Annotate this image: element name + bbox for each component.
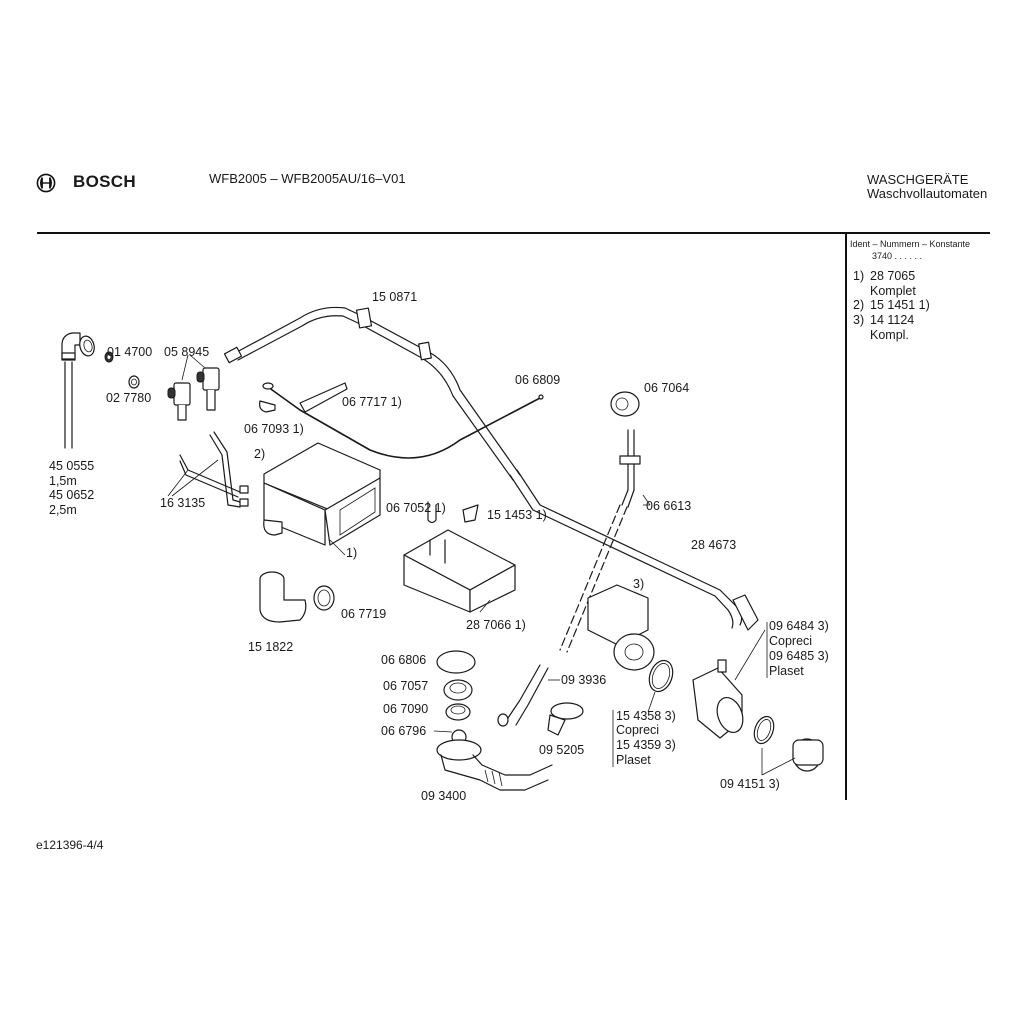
part-label-066806: 06 6806 xyxy=(381,653,427,667)
wire-rod-drawing xyxy=(259,382,544,459)
pump-filter-drawing xyxy=(692,629,824,776)
part-label-163135: 16 3135 xyxy=(160,496,206,510)
part-label-151822: 15 1822 xyxy=(248,640,294,654)
note-marker: 1) xyxy=(853,269,865,283)
part-label-096484-brand: Copreci xyxy=(769,634,813,648)
part-label-014700: 01 4700 xyxy=(107,345,153,359)
main-hose-150871-drawing xyxy=(223,306,521,481)
part-label-284673: 28 4673 xyxy=(691,538,737,552)
note-marker: 3) xyxy=(853,313,865,327)
part-label-095205: 09 5205 xyxy=(539,743,585,757)
washer-drawing xyxy=(104,351,140,389)
note-text: 14 1124 xyxy=(870,313,915,327)
pump-hose-drawing xyxy=(497,664,560,727)
note-marker: 2) xyxy=(853,298,865,312)
model-title: WFB2005 – WFB2005AU/16–V01 xyxy=(209,171,406,186)
part-label-note1: 1) xyxy=(346,546,358,560)
part-label-067093: 06 7093 1) xyxy=(244,422,304,436)
part-label-287066: 28 7066 1) xyxy=(466,618,526,632)
part-label-096484: 09 6484 3) xyxy=(769,619,829,633)
ident-constant: 3740 . . . . . . xyxy=(872,251,923,261)
part-label-096485: 09 6485 3) xyxy=(769,649,829,663)
part-label-094151: 09 4151 3) xyxy=(720,777,780,791)
part-label-150871: 15 0871 xyxy=(372,290,418,304)
part-label-450555: 45 0555 xyxy=(49,459,95,473)
category-title: WASCHGERÄTE xyxy=(867,172,969,187)
part-label-067717: 06 7717 1) xyxy=(342,395,402,409)
internal-hose-drawing xyxy=(167,431,249,508)
part-label-066809: 06 6809 xyxy=(515,373,561,387)
part-label-450652: 45 0652 xyxy=(49,488,95,502)
part-label-154358: 15 4358 3) xyxy=(616,709,676,723)
part-label-066796: 06 6796 xyxy=(381,724,427,738)
brand-name: BOSCH xyxy=(73,172,136,191)
part-label-154358-brand: Copreci xyxy=(616,723,660,737)
part-label-058945: 05 8945 xyxy=(164,345,210,359)
category-subtitle: Waschvollautomaten xyxy=(867,186,988,201)
part-label-note3: 3) xyxy=(633,577,645,591)
part-label-093936: 09 3936 xyxy=(561,673,607,687)
bellows-drawing xyxy=(259,571,335,623)
ident-heading: Ident – Nummern – Konstante xyxy=(850,239,971,249)
part-label-027780: 02 7780 xyxy=(106,391,152,405)
part-label-note2: 2) xyxy=(254,447,266,461)
part-label-154359: 15 4359 3) xyxy=(616,738,676,752)
sump-drawing xyxy=(433,650,553,791)
part-label-067719: 06 7719 xyxy=(341,607,387,621)
part-label-066613: 06 6613 xyxy=(646,499,692,513)
part-label-067052: 06 7052 1) xyxy=(386,501,446,515)
drain-pump-drawing xyxy=(587,584,674,713)
note-text: 15 1451 1) xyxy=(870,298,930,312)
part-label-450652-length: 2,5m xyxy=(49,503,77,517)
part-label-067064: 06 7064 xyxy=(644,381,690,395)
sidebar-divider xyxy=(845,233,847,800)
part-label-096485-brand: Plaset xyxy=(769,664,804,678)
note-text: 28 7065 xyxy=(870,269,916,283)
inlet-hose-drawing xyxy=(61,332,95,449)
bosch-logo xyxy=(36,173,56,193)
document-id: e121396-4/4 xyxy=(36,838,104,852)
part-label-151453: 15 1453 1) xyxy=(487,508,547,522)
hose-clamp-drawing xyxy=(547,702,584,736)
part-label-093400: 09 3400 xyxy=(421,789,467,803)
part-label-154359-brand: Plaset xyxy=(616,753,651,767)
part-label-450555-length: 1,5m xyxy=(49,474,77,488)
header-divider xyxy=(37,232,990,234)
part-label-067057: 06 7057 xyxy=(383,679,429,693)
pressure-switch-drawing xyxy=(559,391,651,653)
drain-hose-284673-drawing xyxy=(509,469,759,631)
solenoid-valve-drawing xyxy=(167,354,220,421)
part-label-067090: 06 7090 xyxy=(383,702,429,716)
detergent-housing-drawing xyxy=(263,442,381,556)
dispenser-drawer-drawing xyxy=(403,501,516,613)
bosch-armature-icon xyxy=(36,173,56,193)
